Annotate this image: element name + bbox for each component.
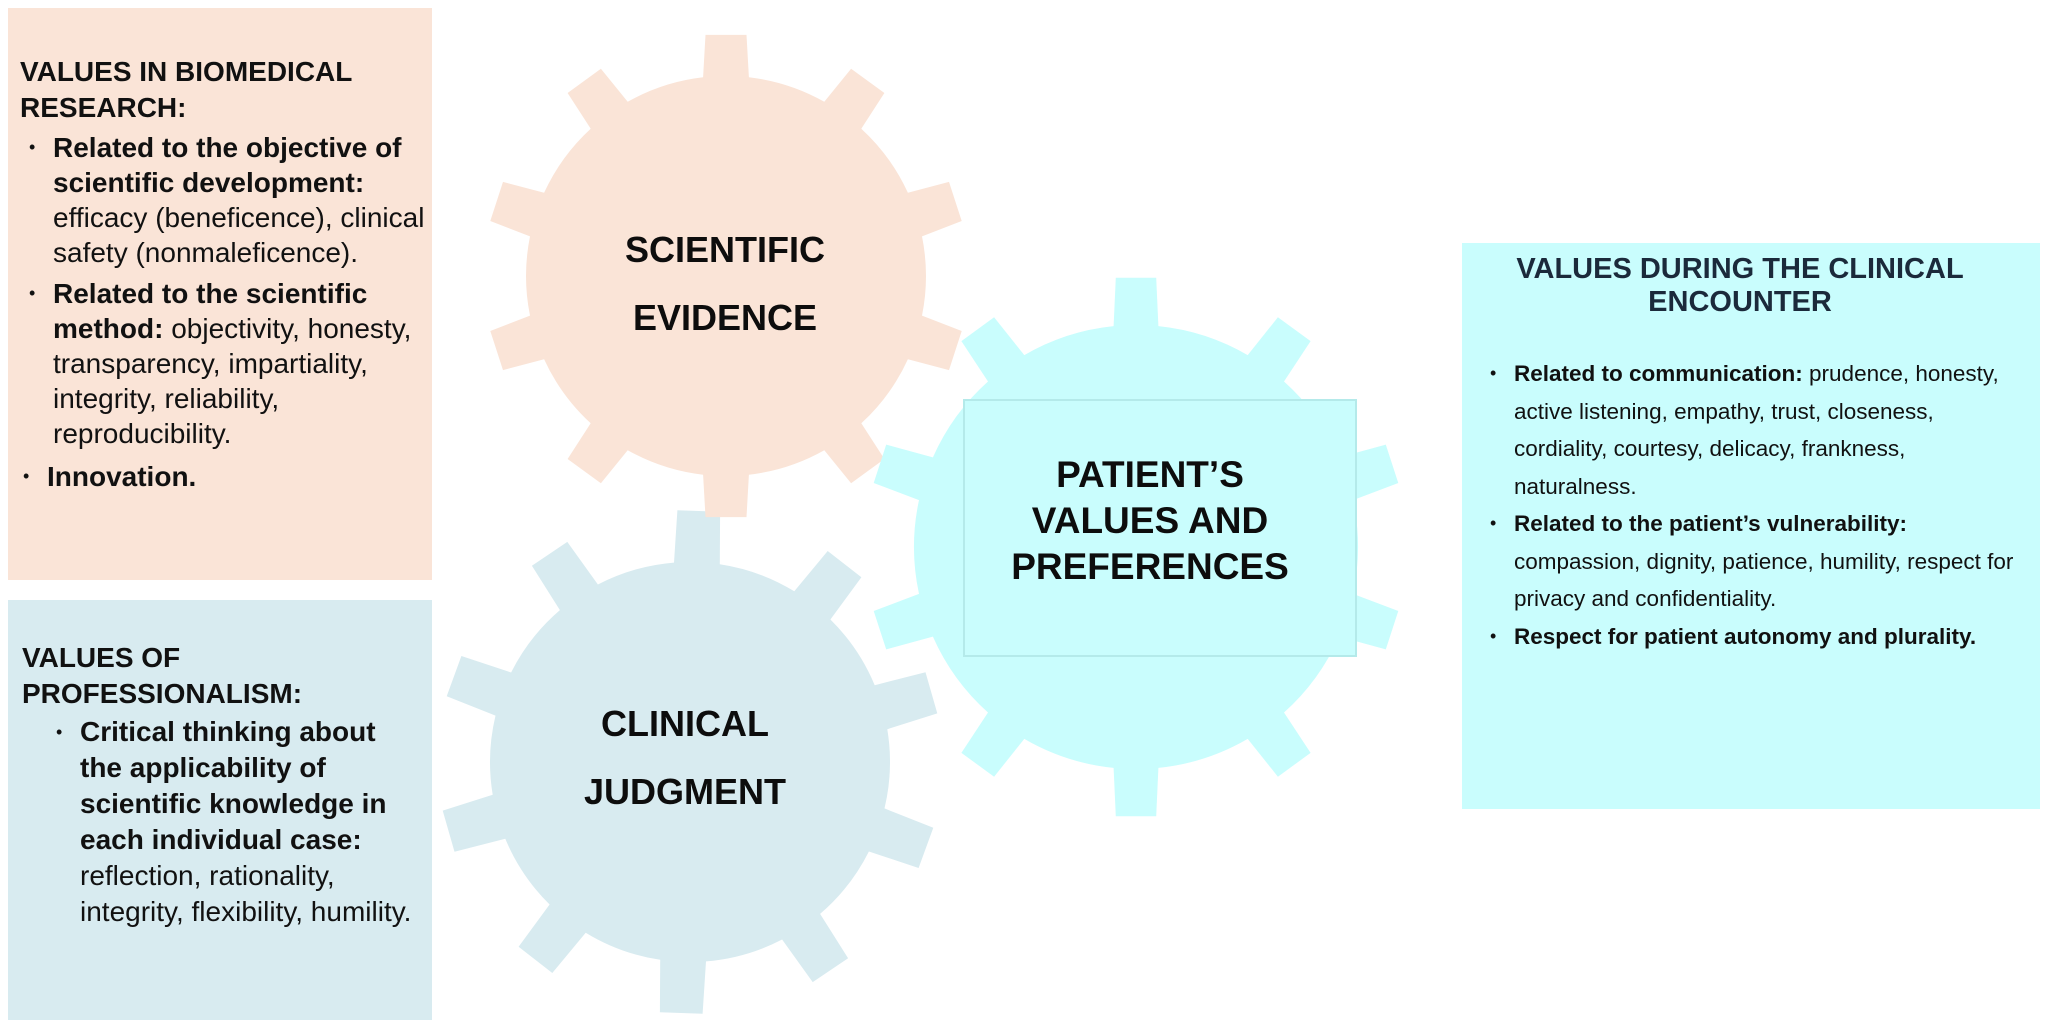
clinical-judgment-gear — [442, 510, 938, 1014]
item-text: efficacy (beneficence), clinical safety … — [53, 202, 425, 268]
professionalism-values-box: VALUES OF PROFESSIONALISM: • Critical thi… — [8, 600, 432, 1020]
item-text: objectivity, honesty, transparency, impa… — [53, 313, 412, 449]
patient-values-label: PATIENT’S VALUES AND PREFERENCES — [960, 452, 1340, 590]
list-item: • Respect for patient autonomy and plural… — [1490, 618, 2014, 656]
gear-label-line: VALUES AND — [1031, 500, 1269, 541]
patient-values-panel — [963, 399, 1357, 657]
clinical-encounter-values-list: • Related to communication: prudence, hon… — [1490, 355, 2014, 656]
item-text: compassion, dignity, patience, humility,… — [1514, 548, 2014, 612]
gear-label-line: PATIENT’S — [1056, 454, 1244, 495]
clinical-encounter-values-title: VALUES DURING THE CLINICAL ENCOUNTER — [1516, 253, 1964, 318]
bullet-icon: • — [56, 722, 63, 742]
scientific-evidence-label: SCIENTIFIC EVIDENCE — [560, 216, 890, 352]
bullet-icon: • — [1490, 625, 1497, 646]
gear-label-line: JUDGMENT — [583, 771, 786, 812]
clinical-judgment-label: CLINICAL JUDGMENT — [520, 690, 850, 826]
item-heading: Related to the objective of scientific d… — [53, 132, 402, 198]
research-values-box: VALUES IN BIOMEDICAL RESEARCH: • Related … — [8, 8, 432, 580]
list-item: • Related to communication: prudence, hon… — [1490, 355, 2014, 505]
item-heading: Related to communication: — [1514, 361, 1803, 386]
item-heading: Related to the scientific method: — [53, 278, 368, 344]
research-values-list: • Related to the objective of scientific … — [23, 130, 438, 494]
bullet-icon: • — [1490, 513, 1497, 533]
research-values-title: VALUES IN BIOMEDICAL RESEARCH: — [20, 56, 352, 123]
item-heading: Respect for patient autonomy and plurali… — [1514, 623, 1977, 649]
gear-label-line: SCIENTIFIC — [624, 229, 825, 270]
professionalism-values-list: • Critical thinking about the applicabili… — [56, 714, 425, 930]
bullet-icon: • — [23, 466, 30, 486]
bullet-icon: • — [29, 137, 36, 157]
scientific-evidence-gear — [490, 34, 962, 518]
item-heading: Related to the patient’s vulnerability: — [1514, 511, 1907, 536]
gear-label-line: PREFERENCES — [1011, 546, 1289, 587]
list-item: • Related to the objective of scientific … — [29, 130, 438, 270]
gear-label-line: EVIDENCE — [632, 297, 818, 338]
gear-label-line: CLINICAL — [601, 703, 769, 744]
bullet-icon: • — [29, 283, 36, 303]
list-item: • Related to the scientific method: objec… — [29, 276, 438, 451]
list-item: • Critical thinking about the applicabili… — [56, 714, 425, 930]
item-text: prudence, honesty, active listening, emp… — [1514, 361, 1999, 499]
item-text: reflection, rationality, integrity, flex… — [80, 860, 412, 927]
professionalism-values-title: VALUES OF PROFESSIONALISM: — [22, 642, 303, 709]
list-item: • Innovation. — [23, 459, 438, 494]
list-item: • Related to the patient’s vulnerability:… — [1490, 505, 2014, 618]
item-heading: Critical thinking about the applicabilit… — [80, 716, 387, 855]
clinical-encounter-values-box: VALUES DURING THE CLINICAL ENCOUNTER • Re… — [1462, 243, 2040, 809]
item-heading: Innovation. — [47, 461, 197, 492]
bullet-icon: • — [1490, 363, 1497, 383]
